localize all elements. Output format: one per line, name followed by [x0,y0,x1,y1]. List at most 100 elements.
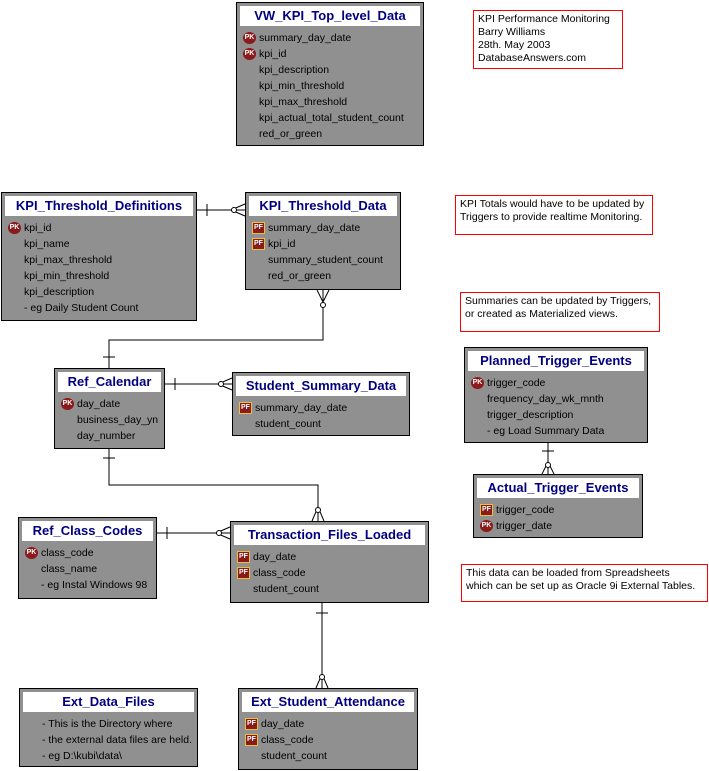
field-name: student_count [261,750,327,762]
entity-field: class_name [23,561,152,577]
entity-title: Actual_Trigger_Events [477,478,639,498]
field-name: student_count [253,583,319,595]
field-name: kpi_id [24,222,52,234]
field-name: frequency_day_wk_mnth [487,393,604,405]
entity-field: student_count [235,581,424,597]
entity-field: kpi_actual_total_student_count [241,110,419,126]
field-name: kpi_actual_total_student_count [259,112,404,124]
rel-kpi-data-to-calendar [108,290,324,368]
field-name: trigger_code [496,504,555,516]
primary-foreign-key-icon: PF [239,402,252,414]
primary-key-icon: PK [25,547,38,559]
field-name: kpi_max_threshold [259,96,348,108]
field-name: kpi_max_threshold [24,254,113,266]
field-name: kpi_id [259,48,287,60]
field-name: kpi_description [259,64,330,76]
field-name: kpi_id [268,238,296,250]
field-name: student_count [255,418,321,430]
note-line: 28th. May 2003 [478,39,551,51]
primary-key-icon: PK [471,377,484,389]
entity-field: - eg Daily Student Count [6,300,192,316]
entity-field: kpi_min_threshold [241,78,419,94]
field-name: - eg Instal Windows 98 [41,579,148,591]
field-name: - eg Daily Student Count [24,302,139,314]
field-name: summary_day_date [255,402,348,414]
entity-field: kpi_max_threshold [6,252,192,268]
note-line: KPI Performance Monitoring [478,13,610,25]
primary-key-icon: PK [61,398,74,410]
note-line: Triggers to provide realtime Monitoring. [460,211,643,223]
entity-field: student_count [243,748,413,764]
entity-title: KPI_Threshold_Data [249,196,397,216]
primary-foreign-key-icon: PF [252,238,265,250]
field-name: - eg Load Summary Data [487,425,605,437]
entity-field: kpi_min_threshold [6,268,192,284]
note-line: Barry Williams [478,26,546,38]
entity-title: Ext_Data_Files [23,692,194,712]
entity-field: kpi_description [241,62,419,78]
note-line: This data can be loaded from Spreadsheet… [466,567,670,579]
entity-field: - eg Load Summary Data [469,423,643,439]
entity-ext-data-files[interactable]: Ext_Data_Files - This is the Directory w… [19,688,198,767]
field-name: day_date [77,398,121,410]
field-name: trigger_description [487,409,574,421]
field-list: - This is the Directory where - the exter… [20,716,197,766]
note-spreadsheets: This data can be loaded from Spreadsheet… [461,564,708,602]
field-name: summary_student_count [268,254,383,266]
field-name: class_code [41,547,94,559]
primary-foreign-key-icon: PF [237,567,250,579]
note-line: Summaries can be updated by Triggers, [465,295,652,307]
entity-title: KPI_Threshold_Definitions [5,196,193,216]
field-name: - the external data files are held. [42,734,193,746]
field-name: kpi_name [24,238,70,250]
entity-field: summary_student_count [250,252,396,268]
entity-field: business_day_yn [59,412,160,428]
note-summaries: Summaries can be updated by Triggers,or … [460,292,660,332]
entity-field: - eg D:\kubi\data\ [24,748,193,764]
field-name: trigger_date [496,520,553,532]
entity-field: trigger_description [469,407,643,423]
primary-foreign-key-icon: PF [252,222,265,234]
entity-title: Ref_Class_Codes [22,521,153,541]
field-name: summary_day_date [268,222,361,234]
field-name: kpi_min_threshold [259,80,345,92]
field-name: - This is the Directory where [42,718,173,730]
entity-title: VW_KPI_Top_level_Data [240,6,420,26]
field-name: kpi_description [24,286,95,298]
field-name: business_day_yn [77,414,159,426]
note-line: DatabaseAnswers.com [478,52,586,64]
primary-key-icon: PK [243,32,256,44]
field-name: class_code [253,567,306,579]
note-line: which can be set up as Oracle 9i Externa… [466,580,696,592]
entity-field: - the external data files are held. [24,732,193,748]
